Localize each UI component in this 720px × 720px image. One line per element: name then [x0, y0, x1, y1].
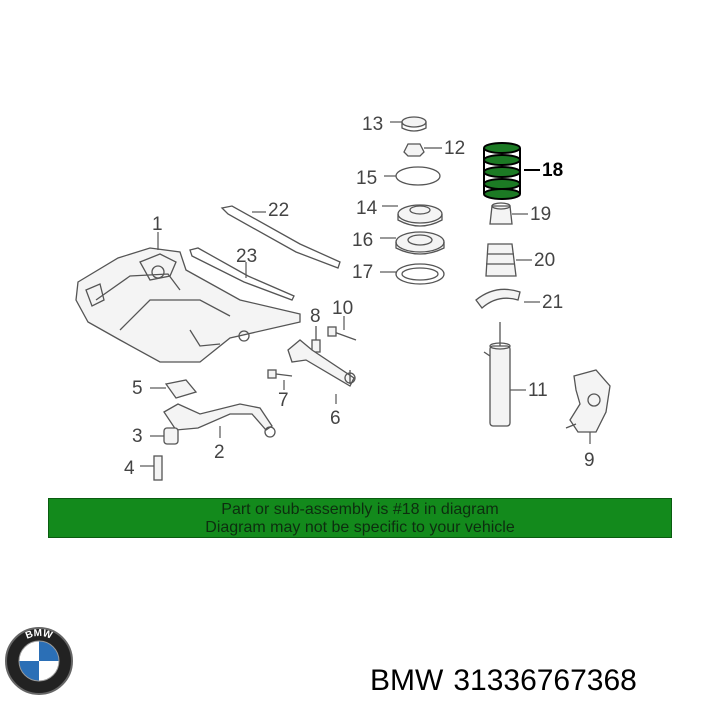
- part-washer: [395, 166, 441, 186]
- brand-name: BMW: [370, 664, 444, 697]
- callout-4: 4: [124, 458, 135, 479]
- part-dust-boot: [485, 243, 517, 277]
- callout-2: 2: [214, 442, 225, 463]
- callout-16: 16: [352, 230, 373, 251]
- part-bump-stop: [489, 202, 513, 225]
- callout-5: 5: [132, 378, 143, 399]
- part-strut-brace: [220, 205, 341, 269]
- callout-20: 20: [534, 250, 555, 271]
- callout-3: 3: [132, 426, 143, 447]
- part-bracket-clip: [475, 288, 521, 309]
- banner-line-1: Part or sub-assembly is #18 in diagram: [221, 501, 499, 518]
- callout-21: 21: [542, 292, 563, 313]
- callout-15: 15: [356, 168, 377, 189]
- part-bracket: [164, 379, 198, 399]
- bmw-roundel-icon: BMW: [5, 627, 73, 695]
- callout-1: 1: [152, 214, 163, 235]
- part-bolt-8: [311, 326, 321, 353]
- callout-9: 9: [584, 450, 595, 471]
- part-shock-absorber: [483, 322, 511, 427]
- part-number: 31336767368: [453, 664, 637, 697]
- part-bolt-4: [153, 455, 163, 481]
- callout-11: 11: [528, 380, 548, 401]
- callout-8: 8: [310, 306, 321, 327]
- callout-18: 18: [542, 160, 563, 181]
- part-spring-seat: [395, 231, 445, 255]
- callout-7: 7: [278, 390, 289, 411]
- svg-text:BMW: BMW: [24, 628, 54, 642]
- part-spring-pad: [395, 263, 445, 285]
- callout-6: 6: [330, 408, 341, 429]
- part-cap: [401, 116, 427, 132]
- banner-line-2: Diagram may not be specific to your vehi…: [205, 519, 515, 536]
- part-control-arm: [163, 403, 276, 438]
- part-steering-knuckle: [565, 369, 611, 433]
- info-banner: Part or sub-assembly is #18 in diagram D…: [48, 498, 672, 538]
- callout-19: 19: [530, 204, 551, 225]
- part-bolt-7: [267, 369, 293, 379]
- callout-23: 23: [236, 246, 257, 267]
- part-bushing: [163, 427, 179, 445]
- callout-10: 10: [332, 298, 353, 319]
- brand-part-number: BMW 31336767368: [370, 664, 647, 698]
- callout-13: 13: [362, 114, 383, 135]
- callout-12: 12: [444, 138, 465, 159]
- part-tension-arm: [287, 339, 356, 387]
- part-bolt-10: [327, 326, 357, 341]
- callout-14: 14: [356, 198, 378, 219]
- part-nut: [403, 143, 425, 157]
- part-coil-spring-18: [483, 142, 521, 200]
- part-subframe: [75, 247, 301, 363]
- callout-17: 17: [352, 262, 373, 283]
- callout-22: 22: [268, 200, 289, 221]
- part-brace-bar: [189, 247, 295, 301]
- part-strut-mount: [397, 204, 443, 227]
